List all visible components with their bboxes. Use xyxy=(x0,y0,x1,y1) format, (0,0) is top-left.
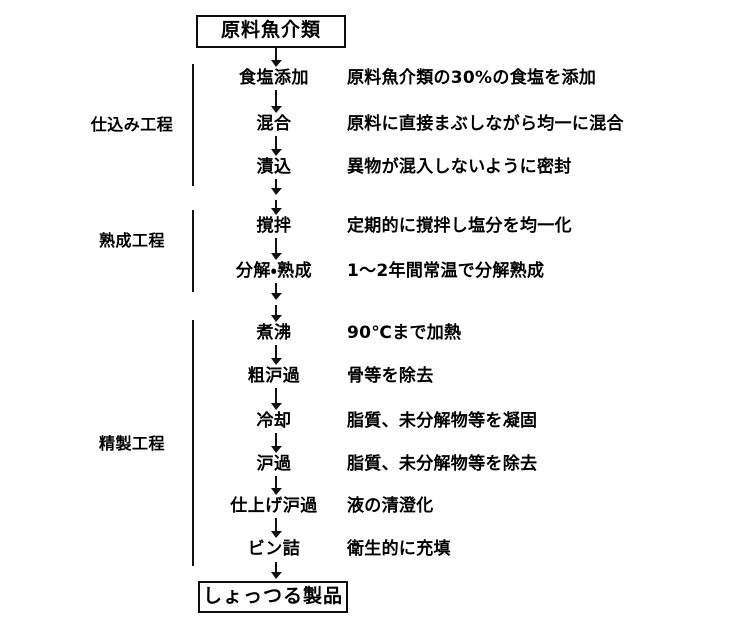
arrow-head xyxy=(271,531,282,538)
start-box-stub-line xyxy=(275,48,277,56)
step-description: 原料に直接まぶしながら均一に混合 xyxy=(347,114,624,134)
arrow-head xyxy=(271,60,282,67)
process-step: ビン詰 衛生的に充填 xyxy=(0,538,740,560)
step-name: 仕上げ沪過 xyxy=(230,496,318,516)
arrow-head xyxy=(271,446,282,453)
step-name: ビン詰 xyxy=(247,539,301,559)
arrow-head xyxy=(271,572,282,579)
step-description: 原料魚介類の30%の食塩を添加 xyxy=(347,68,597,88)
step-description: 脂質、未分解物等を凝固 xyxy=(347,411,538,431)
arrow-head xyxy=(271,208,282,215)
step-name: 混合 xyxy=(256,114,292,134)
process-step: 沪過 脂質、未分解物等を除去 xyxy=(0,453,740,475)
process-step: 分解・熟成 1〜2年間常温で分解熟成 xyxy=(0,260,740,282)
flow-arrow-icon-end xyxy=(271,562,282,579)
process-step: 撹拌 定期的に撹拌し塩分を均一化 xyxy=(0,215,740,237)
step-name: 沪過 xyxy=(256,454,292,474)
stage-bracket-jukusei xyxy=(192,210,194,292)
flow-arrow-icon xyxy=(271,305,282,322)
stage-label-seisei: 精製工程 xyxy=(98,434,165,453)
start-node-label: 原料魚介類 xyxy=(220,19,321,41)
step-description: 液の清澄化 xyxy=(347,496,434,516)
step-description: 衛生的に充填 xyxy=(347,539,451,559)
arrow-shaft xyxy=(275,136,277,150)
step-description: 定期的に撹拌し塩分を均一化 xyxy=(347,216,572,236)
arrow-shaft xyxy=(275,54,277,61)
step-name: 煮沸 xyxy=(256,323,292,343)
flow-arrow-icon xyxy=(271,90,282,113)
flow-arrow-icon xyxy=(271,238,282,260)
arrow-shaft xyxy=(275,238,277,254)
step-name: 漬込 xyxy=(256,157,292,177)
process-step: 食塩添加 原料魚介類の30%の食塩を添加 xyxy=(0,67,740,89)
flow-arrow-icon xyxy=(271,136,282,156)
arrow-shaft xyxy=(275,305,277,316)
end-node-label: しょっつる製品 xyxy=(202,584,343,607)
step-description: 脂質、未分解物等を除去 xyxy=(347,454,538,474)
process-step: 混合 原料に直接まぶしながら均一に混合 xyxy=(0,113,740,135)
flow-arrow-icon xyxy=(271,199,282,215)
arrow-head xyxy=(271,358,282,365)
flow-arrow-icon xyxy=(271,388,282,410)
step-description: 1〜2年間常温で分解熟成 xyxy=(347,261,545,281)
stage-bracket-seisei xyxy=(192,320,194,566)
flow-arrow-icon-start xyxy=(271,54,282,67)
step-description: 異物が混入しないように密封 xyxy=(347,157,572,177)
stage-label-shikomi: 仕込み工程 xyxy=(90,115,174,134)
flow-arrow-icon xyxy=(271,345,282,365)
step-name: 分解・熟成 xyxy=(235,261,313,281)
arrow-shaft xyxy=(275,345,277,359)
step-name: 撹拌 xyxy=(256,216,292,236)
arrow-head xyxy=(271,253,282,260)
flow-arrow-icon xyxy=(271,179,282,195)
arrow-head xyxy=(271,315,282,322)
arrow-shaft xyxy=(275,90,277,107)
flow-arrow-icon xyxy=(271,283,282,300)
flow-arrow-icon xyxy=(271,476,282,495)
stage-label-jukusei: 熟成工程 xyxy=(98,231,165,250)
arrow-shaft xyxy=(275,179,277,189)
process-step: 漬込 異物が混入しないように密封 xyxy=(0,156,740,178)
arrow-shaft xyxy=(275,562,277,573)
arrow-head xyxy=(271,106,282,113)
arrow-shaft xyxy=(275,433,277,447)
process-step: 煮沸 90℃まで加熱 xyxy=(0,322,740,344)
arrow-head xyxy=(271,293,282,300)
flow-arrow-icon xyxy=(271,433,282,453)
arrow-shaft xyxy=(275,283,277,294)
step-name: 粗沪過 xyxy=(247,366,301,386)
arrow-shaft xyxy=(275,199,277,209)
stage-bracket-shikomi xyxy=(192,64,194,186)
flow-arrow-icon xyxy=(271,518,282,538)
arrow-shaft xyxy=(275,476,277,489)
step-description: 90℃まで加熱 xyxy=(347,323,462,343)
start-node-box: 原料魚介類 xyxy=(196,15,346,48)
process-step: 冷却 脂質、未分解物等を凝固 xyxy=(0,410,740,432)
arrow-shaft xyxy=(275,518,277,532)
arrow-head xyxy=(271,488,282,495)
process-step: 粗沪過 骨等を除去 xyxy=(0,365,740,387)
arrow-head xyxy=(271,403,282,410)
end-node-box: しょっつる製品 xyxy=(198,581,348,613)
arrow-head xyxy=(271,149,282,156)
step-name: 冷却 xyxy=(256,411,292,431)
step-description: 骨等を除去 xyxy=(347,366,434,386)
arrow-shaft xyxy=(275,388,277,404)
step-name: 食塩添加 xyxy=(239,68,309,88)
arrow-head xyxy=(271,187,282,195)
process-step: 仕上げ沪過 液の清澄化 xyxy=(0,495,740,517)
